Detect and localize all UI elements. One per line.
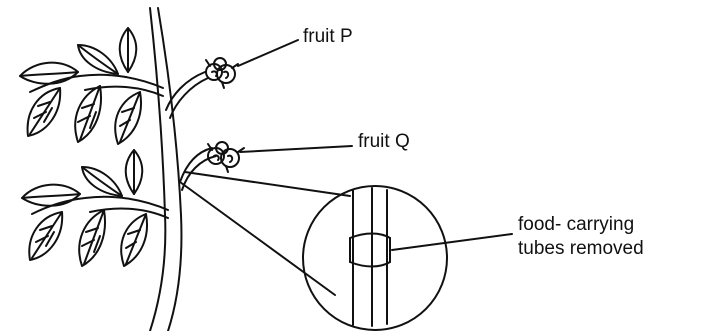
main-stem-right-edge (157, 7, 183, 331)
fruit-q-label: fruit Q (358, 131, 410, 152)
lower-leaf-branch (21, 149, 169, 267)
zoom-line-upper (184, 171, 351, 197)
food-tubes-label-line1: food- carrying (518, 214, 635, 235)
fruit-p-label: fruit P (303, 26, 353, 47)
upper-leaf-branch (19, 27, 164, 145)
fruit-p (165, 57, 239, 119)
main-stem-left-edge (149, 7, 167, 331)
fruit-q (179, 141, 245, 191)
food-tubes-label-line2: tubes removed (518, 238, 644, 259)
food-tubes-label: food- carrying tubes removed (518, 213, 644, 261)
magnified-stem (352, 187, 388, 327)
ring-removed (349, 232, 391, 268)
food-tubes-pointer (391, 233, 513, 251)
magnified-view (302, 185, 448, 331)
fruit-q-pointer (239, 145, 353, 153)
zoom-line-lower (179, 181, 336, 296)
fruit-p-pointer (237, 39, 299, 67)
